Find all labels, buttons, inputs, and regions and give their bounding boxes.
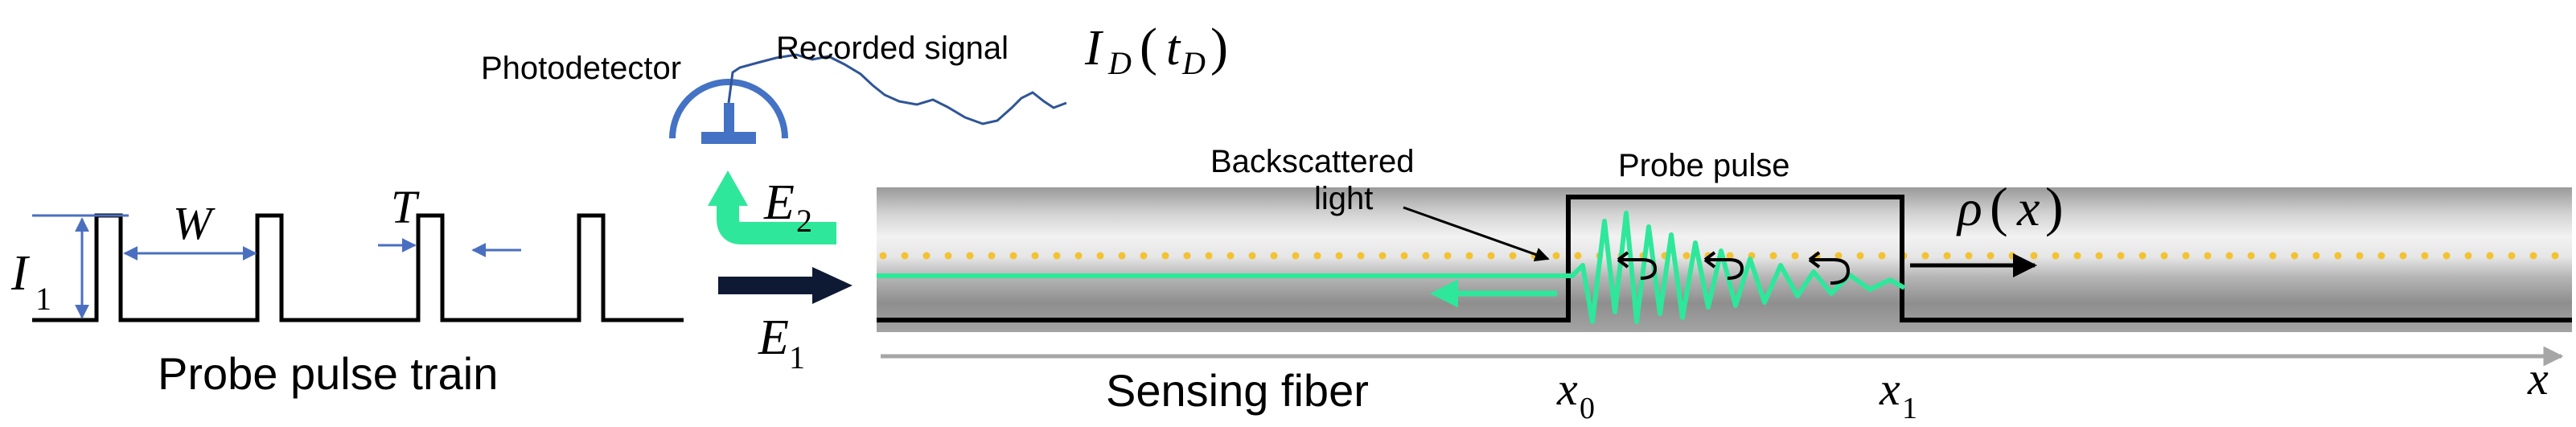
x0-sub: 0 [1580,392,1595,425]
recorded-signal-label: Recorded signal [776,31,1009,66]
fiber-axis: Sensing fiber x 0 x 1 x [881,346,2564,425]
E2-main: E [763,175,795,230]
backscattered-label-line2: light [1314,181,1373,216]
label-I1-main: I [10,246,31,301]
backscattered-pointer [1403,206,1550,262]
sensing-fiber-label: Sensing fiber [1106,365,1369,416]
scatter-loop-3 [1808,251,1851,285]
x-axis-label: x [2527,352,2549,404]
x1-main: x [1879,363,1900,415]
backscatter-bent-arrow-icon [708,170,836,244]
photodetector-group: Photodetector Recorded signal I D ( t D … [481,18,1228,144]
id-paren-close: ) [1210,18,1228,76]
E1-main: E [758,310,789,365]
label-T: T [391,181,420,233]
backscatter-wave [877,211,1906,324]
backscattered-label-line1: Backscattered [1210,144,1414,179]
id-sub: D [1107,45,1132,81]
x1-sub: 1 [1902,392,1917,425]
E2-sub: 2 [796,203,812,239]
id-arg: t [1166,21,1181,76]
scatter-loop-1 [1617,251,1658,280]
id-arg-sub: D [1181,45,1206,81]
E1-sub: 1 [789,339,805,376]
rho-paren-close: ) [2045,176,2064,237]
pulse-train-waveform [32,213,684,322]
id-main: I [1084,21,1104,76]
rho-arg: x [2016,179,2040,236]
recorded-signal-trace [727,53,1067,125]
photodetector-icon [669,79,788,144]
rho-paren-open: ( [1990,176,2008,237]
sensing-fiber [877,187,2576,332]
x0-main: x [1556,363,1578,415]
photodetector-label: Photodetector [481,51,681,86]
label-W: W [173,197,216,249]
input-arrow-icon [718,267,853,304]
label-I1-sub: 1 [35,281,51,317]
scatter-loop-2 [1703,251,1744,280]
probe-pulse-outline [877,195,2572,322]
probe-pulse-train: W T I 1 Probe pulse train [10,181,684,399]
probe-pulse-label: Probe pulse [1618,148,1789,183]
coupling-arrows: E 2 E 1 [708,170,853,376]
id-paren-open: ( [1140,18,1157,76]
probe-pulse-train-label: Probe pulse train [158,348,498,399]
rho-main: ρ [1956,179,1982,236]
